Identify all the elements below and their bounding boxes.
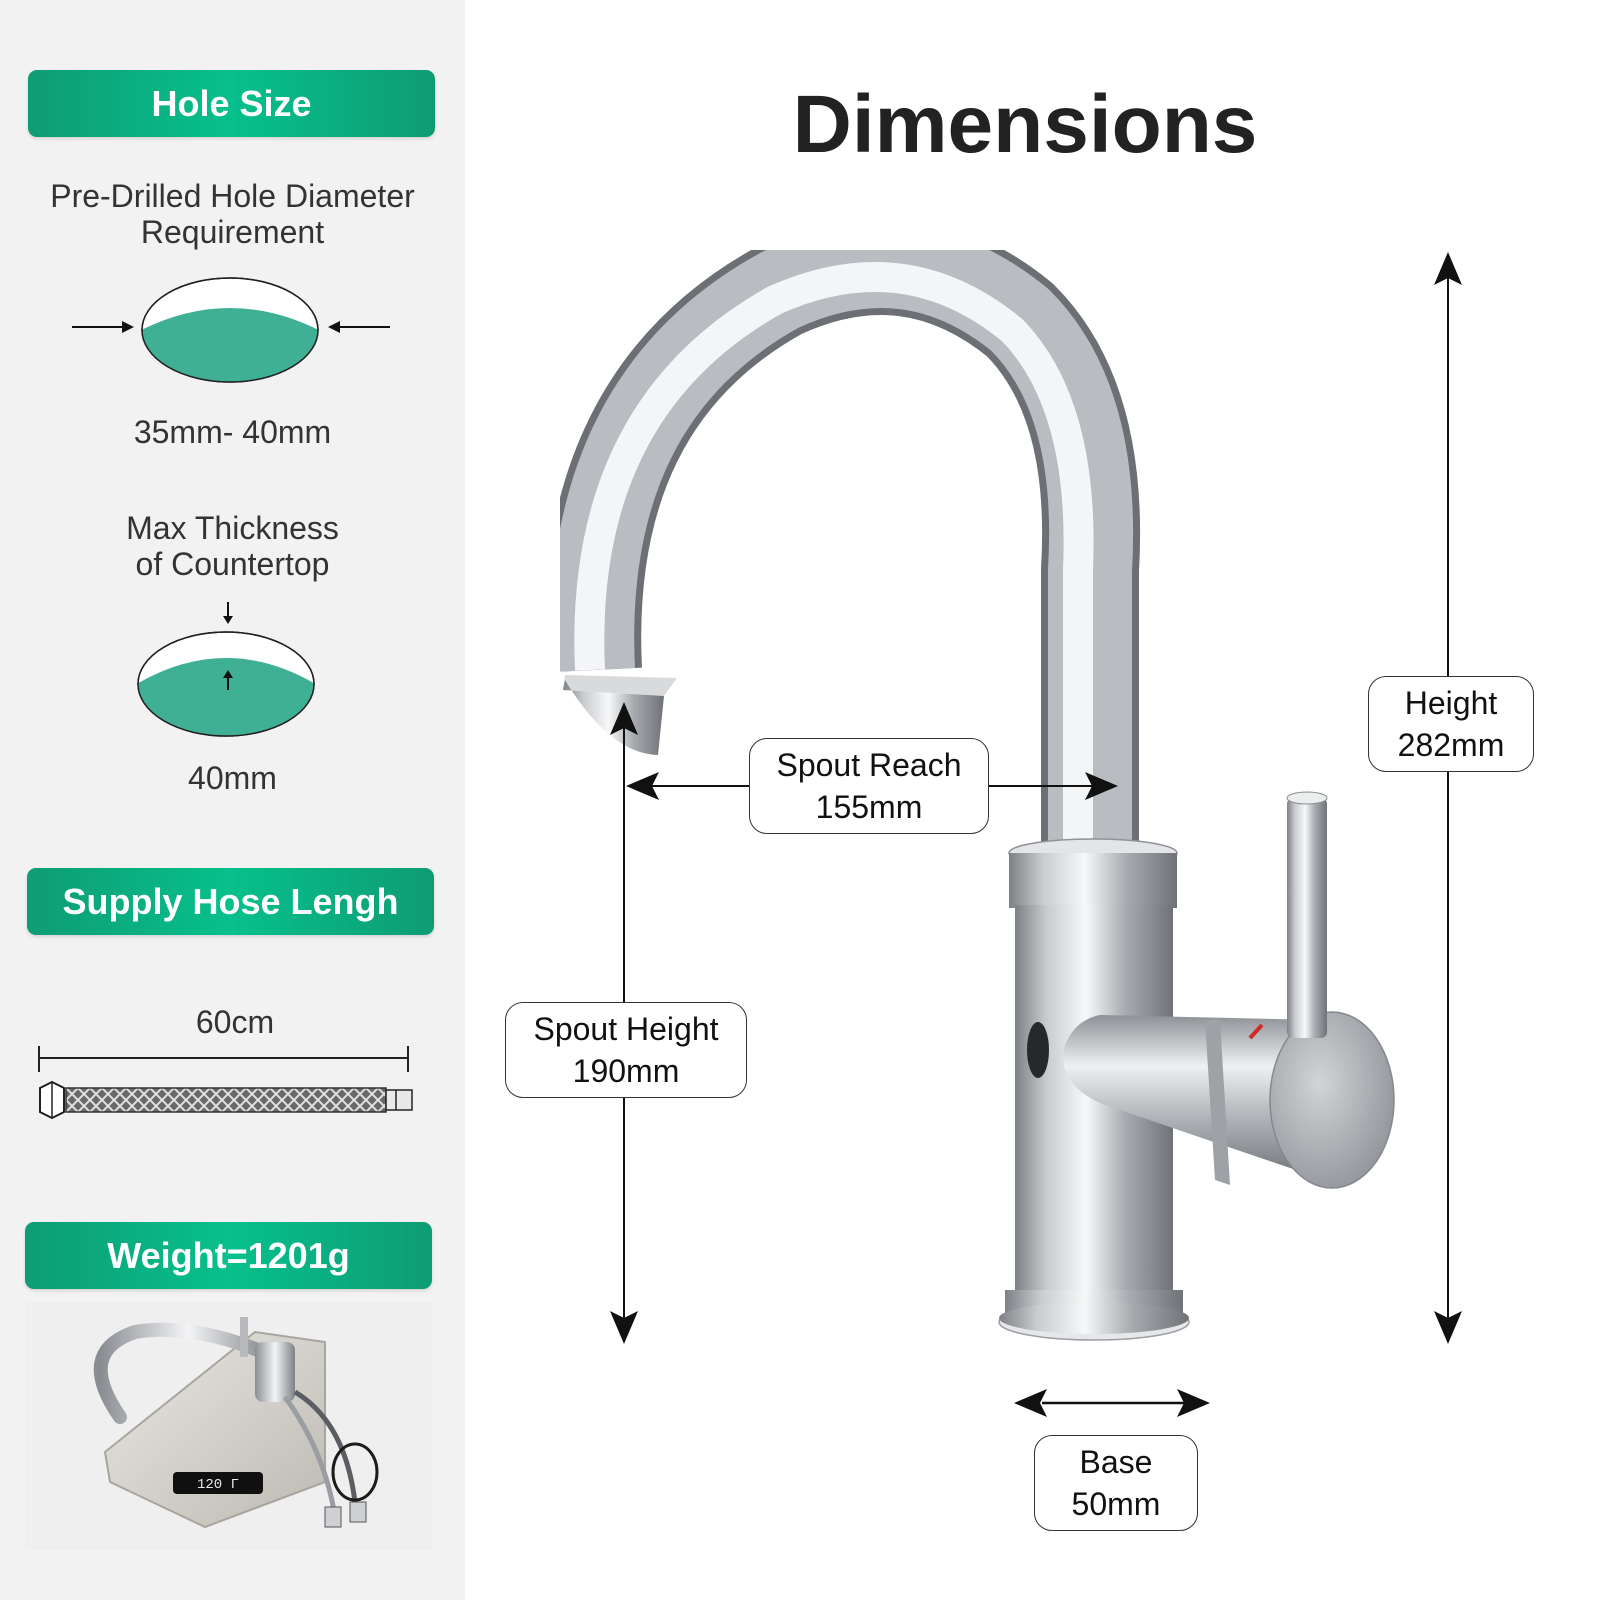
height-value: 282mm (1397, 727, 1505, 763)
thickness-label-line2: of Countertop (135, 546, 330, 582)
spout-reach-value: 155mm (815, 789, 923, 825)
hole-size-header: Hole Size (28, 70, 435, 137)
scale-display-text: 120 Г (197, 1477, 239, 1493)
diameter-label-line2: Requirement (140, 214, 325, 250)
base-label: Base 50mm (1034, 1435, 1198, 1531)
spout-reach-title: Spout Reach (776, 747, 962, 783)
supply-hose-header: Supply Hose Lengh (27, 868, 434, 935)
spout-height-title: Spout Height (533, 1011, 719, 1047)
faucet-illustration (560, 250, 1395, 1341)
hose-length-value: 60cm (195, 1004, 275, 1040)
thickness-label: Max Thickness of Countertop (20, 510, 445, 582)
base-title: Base (1079, 1444, 1153, 1480)
height-label: Height 282mm (1368, 676, 1534, 772)
thickness-value: 40mm (188, 760, 277, 796)
countertop-thickness-diagram (137, 602, 315, 737)
hole-diameter-diagram (72, 277, 390, 383)
supply-hose-diagram (38, 1046, 413, 1120)
diameter-label: Pre-Drilled Hole Diameter Requirement (20, 178, 445, 250)
spout-height-value: 190mm (572, 1053, 680, 1089)
faucet-on-scale-photo: 120 Г (25, 1302, 432, 1550)
thickness-label-line1: Max Thickness (126, 510, 339, 546)
page-title: Dimensions (792, 79, 1258, 170)
base-value: 50mm (1071, 1486, 1161, 1522)
diameter-value: 35mm- 40mm (133, 414, 332, 450)
weight-header: Weight=1201g (25, 1222, 432, 1289)
height-title: Height (1404, 685, 1498, 721)
spout-reach-label: Spout Reach 155mm (749, 738, 989, 834)
spout-height-label: Spout Height 190mm (505, 1002, 747, 1098)
diameter-label-line1: Pre-Drilled Hole Diameter (50, 178, 415, 214)
